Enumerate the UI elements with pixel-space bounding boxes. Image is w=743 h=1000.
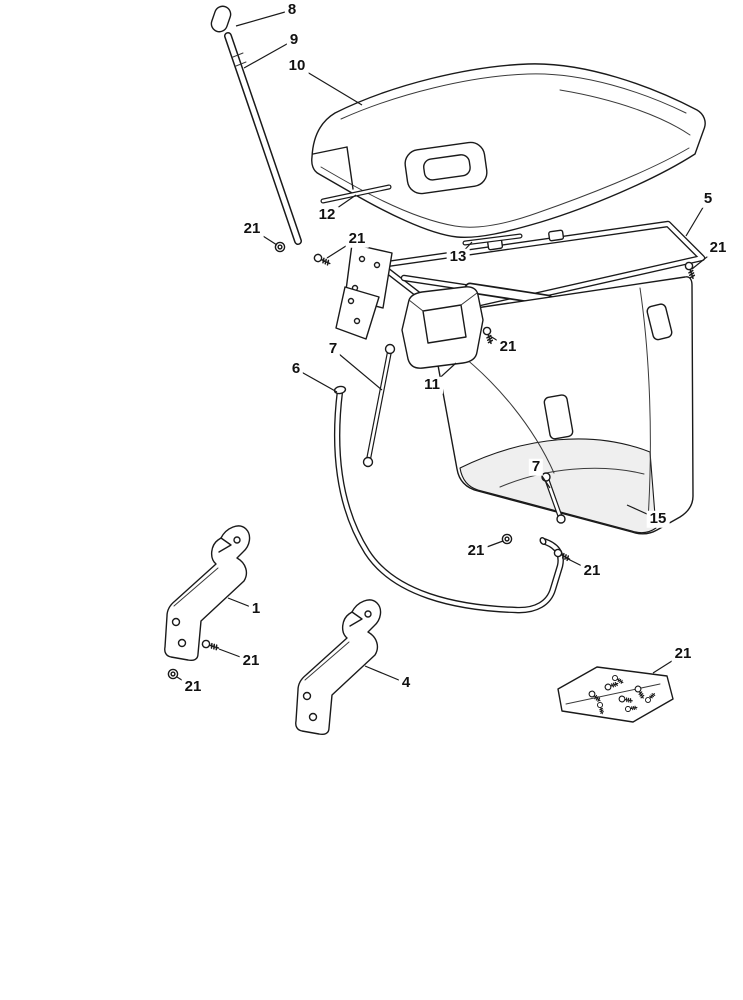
part-label-21: 21 bbox=[345, 230, 369, 248]
hardware-bag-group bbox=[557, 666, 674, 723]
part-label-11: 11 bbox=[421, 376, 443, 394]
chute-bracket-group bbox=[401, 286, 484, 369]
part-label-21: 21 bbox=[240, 220, 264, 238]
cover-lid-group bbox=[311, 63, 706, 239]
strut-right-group bbox=[541, 472, 566, 524]
part-label-8: 8 bbox=[284, 1, 300, 19]
part-label-1: 1 bbox=[248, 600, 264, 618]
part-label-21: 21 bbox=[671, 645, 695, 663]
part-label-6: 6 bbox=[288, 360, 304, 378]
part-label-4: 4 bbox=[398, 674, 414, 692]
part-label-7: 7 bbox=[528, 458, 544, 476]
part-label-12: 12 bbox=[315, 206, 339, 224]
part-label-21: 21 bbox=[181, 678, 205, 696]
part-label-7: 7 bbox=[325, 340, 341, 358]
strut-left-group bbox=[362, 343, 396, 468]
support-tube-group bbox=[333, 385, 564, 614]
part-label-21: 21 bbox=[239, 652, 263, 670]
part-label-5: 5 bbox=[700, 190, 716, 208]
part-label-9: 9 bbox=[286, 31, 302, 49]
part-label-13: 13 bbox=[446, 248, 470, 266]
rod-12-group bbox=[320, 184, 392, 204]
part-label-21: 21 bbox=[464, 542, 488, 560]
part-label-21: 21 bbox=[496, 338, 520, 356]
part-label-10: 10 bbox=[285, 57, 309, 75]
part-label-21: 21 bbox=[706, 239, 730, 257]
handle-rod-group bbox=[210, 5, 302, 245]
part-label-15: 15 bbox=[646, 510, 670, 528]
part-label-21: 21 bbox=[580, 562, 604, 580]
grass-bag-group bbox=[428, 276, 694, 535]
